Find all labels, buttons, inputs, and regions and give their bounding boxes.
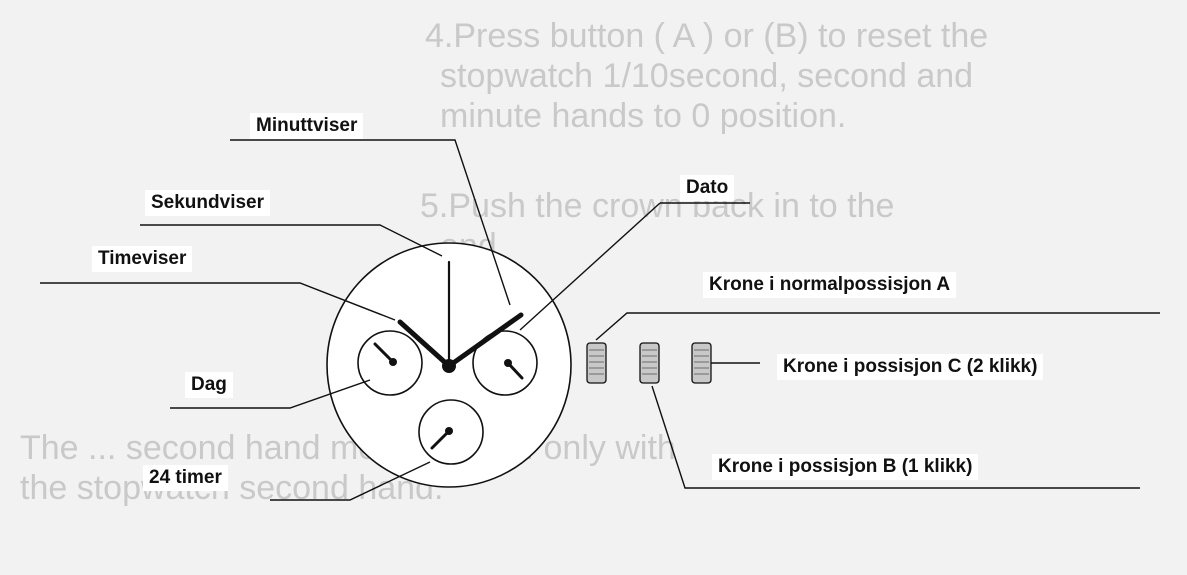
- bg-text-line: minute hands to 0 position.: [440, 97, 847, 135]
- label-dato: Dato: [680, 175, 735, 201]
- bg-text-line: 4.Press button ( A ) or (B) to reset the: [425, 17, 989, 55]
- label-sekundviser: Sekundviser: [145, 190, 270, 216]
- label-crown-b: Krone i possisjon B (1 klikk): [712, 454, 979, 480]
- day-pivot: [389, 358, 397, 366]
- label-minuttviser: Minuttviser: [250, 113, 364, 139]
- leader-24timer: [270, 461, 431, 501]
- date-pivot: [504, 359, 512, 367]
- leader-crown-a: [595, 312, 1160, 341]
- bg-text-line: the stopwatch second hand.: [20, 469, 444, 507]
- leader-minuttviser: [230, 139, 511, 306]
- bg-text-line: The ... second hand moves at a ... only …: [20, 429, 676, 467]
- day-hand: [373, 342, 395, 364]
- leader-crown-b: [651, 385, 1140, 489]
- label-timeviser: Timeviser: [92, 246, 193, 272]
- crown-position-a: [586, 342, 607, 384]
- leader-dato: [519, 202, 661, 331]
- minute-hand: [446, 312, 524, 369]
- crown-position-c: [691, 342, 712, 384]
- label-crown-c: Krone i possisjon C (2 klikk): [777, 354, 1044, 380]
- center-pivot: [442, 359, 456, 373]
- 24h-hand: [430, 429, 451, 450]
- leader-sekundviser: [140, 224, 443, 257]
- label-crown-a: Krone i normalpossisjon A: [703, 272, 957, 298]
- crown-position-b: [639, 342, 660, 384]
- leader-dag: [170, 379, 371, 409]
- hour-hand: [397, 319, 452, 369]
- label-24-timer: 24 timer: [143, 465, 228, 491]
- label-dag: Dag: [185, 372, 233, 398]
- bg-text-line: stopwatch 1/10second, second and: [440, 57, 974, 95]
- 24h-pivot: [445, 427, 453, 435]
- leader-timeviser: [40, 282, 396, 321]
